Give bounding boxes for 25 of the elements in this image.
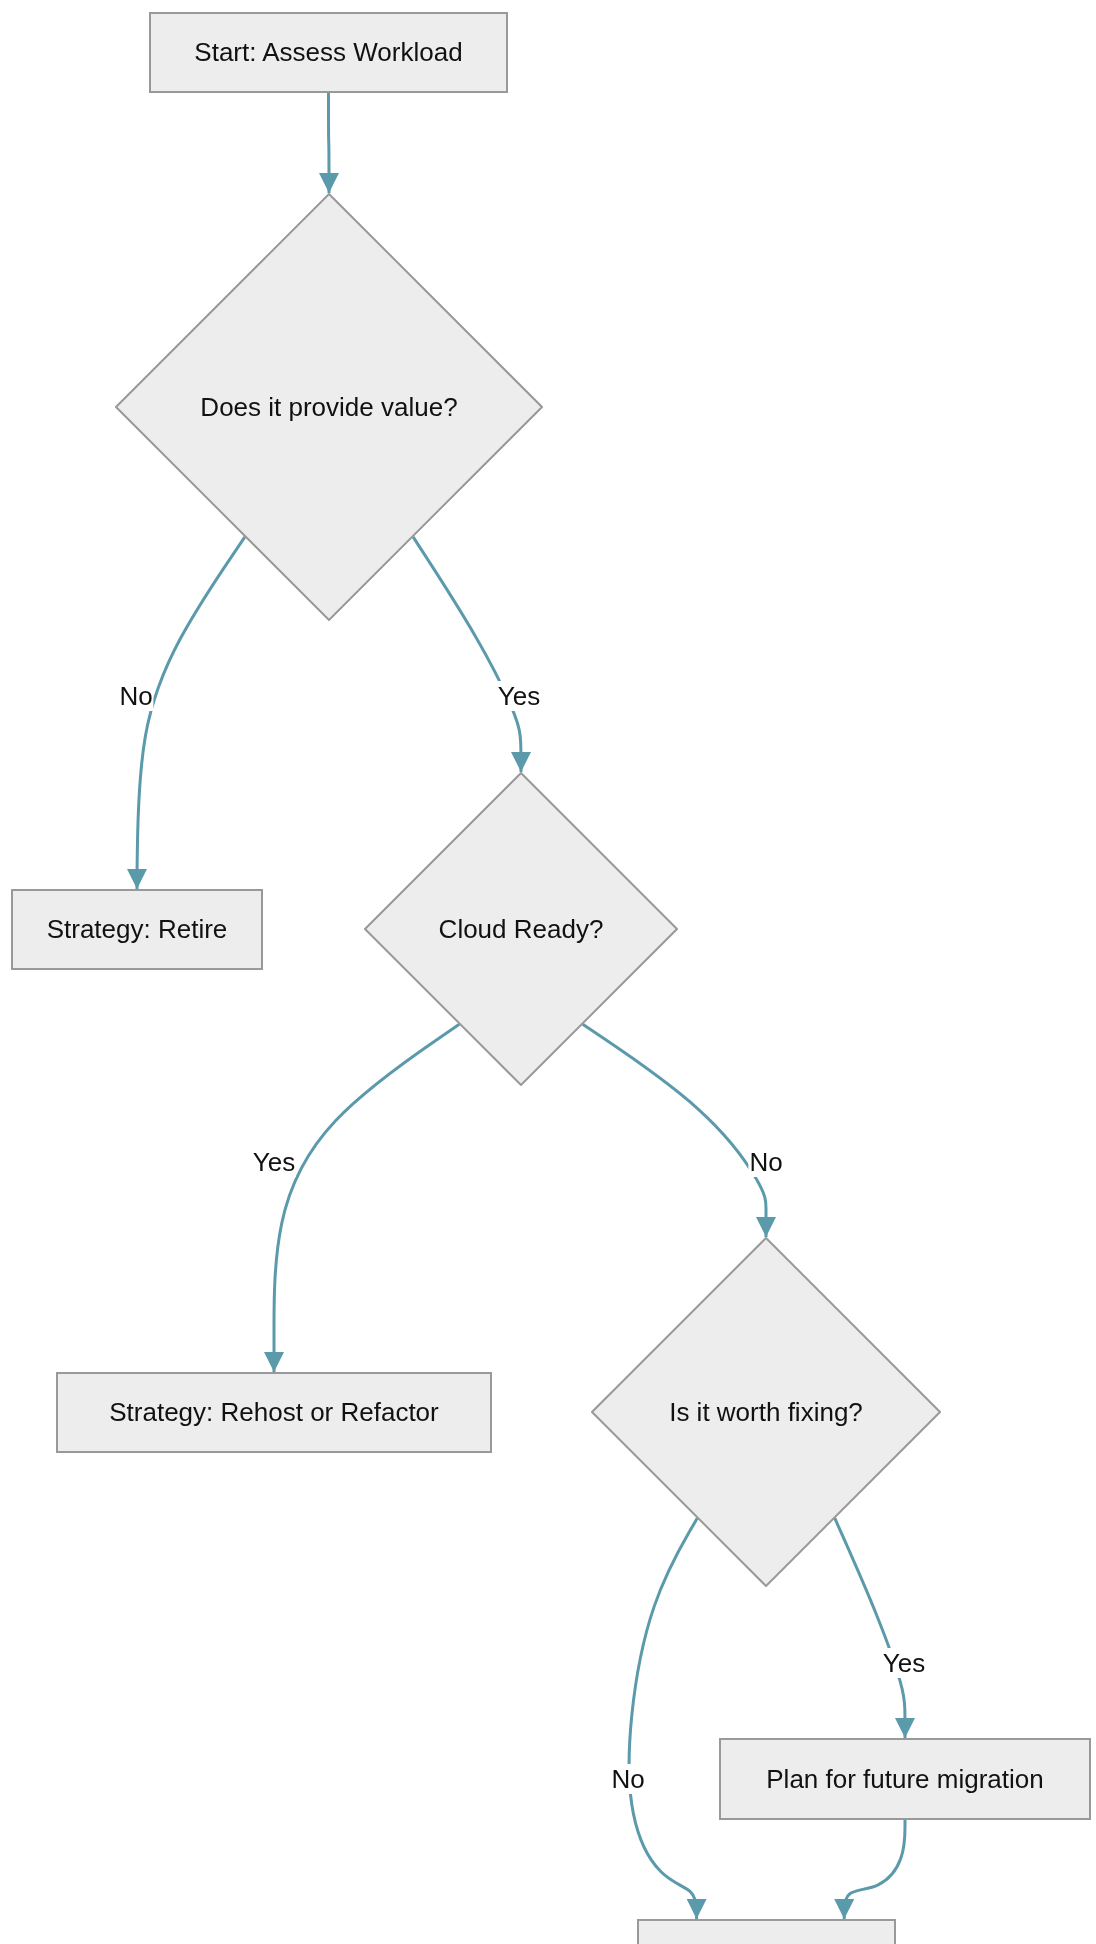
process-box xyxy=(56,1372,492,1453)
process-box xyxy=(719,1738,1091,1820)
decision-diamond xyxy=(364,772,678,1086)
decision-text: Does it provide value? xyxy=(200,391,458,423)
box-label: Strategy: Rehost or Refactor xyxy=(109,1397,439,1428)
arrow xyxy=(581,1022,776,1238)
arrow xyxy=(834,1818,907,1920)
arrow xyxy=(833,1516,915,1739)
arrow xyxy=(627,1516,707,1920)
process-box xyxy=(149,12,508,93)
edge-label: Yes xyxy=(881,1648,927,1678)
decision-text: Cloud Ready? xyxy=(438,913,604,945)
arrow xyxy=(264,1022,461,1373)
arrow xyxy=(319,93,339,193)
box-label: Strategy: Retire xyxy=(46,914,228,945)
decision-text: Is it worth fixing? xyxy=(669,1396,863,1428)
edge-label: No xyxy=(610,1764,646,1794)
decision-diamond xyxy=(591,1237,941,1587)
arrow xyxy=(127,535,247,890)
process-box xyxy=(11,889,263,970)
box-label: Start: Assess Workload xyxy=(194,37,463,68)
decision-diamond xyxy=(115,193,543,621)
arrow xyxy=(411,535,531,773)
box-label: Plan for future migration xyxy=(766,1763,1044,1795)
edge-label: Yes xyxy=(496,681,542,711)
